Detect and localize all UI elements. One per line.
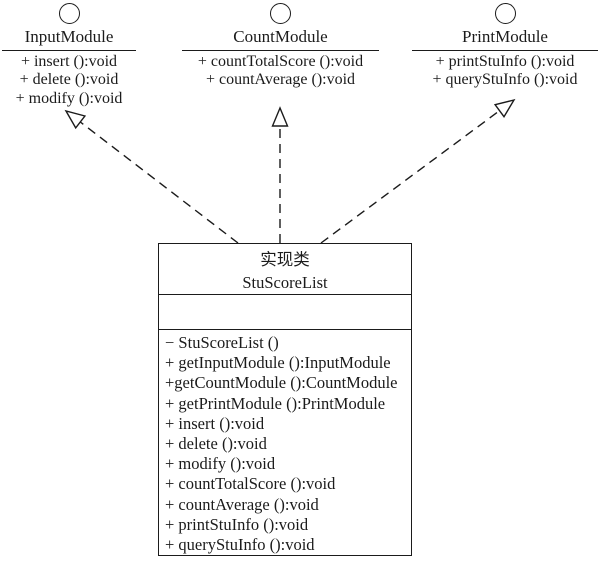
hollow-triangle-arrowhead-icon: [493, 98, 516, 118]
interface-method: + printStuInfo ():void: [435, 53, 575, 70]
hollow-triangle-arrowhead-icon: [64, 109, 87, 130]
class-title-compartment: 实现类 StuScoreList: [159, 244, 411, 295]
class-method: +getCountModule ():CountModule: [165, 373, 398, 393]
interface-method-list: + insert ():void + delete ():void + modi…: [2, 51, 136, 108]
class-method: − StuScoreList (): [165, 333, 279, 352]
class-method: + printStuInfo ():void: [165, 514, 309, 534]
realization-arrow-countmodule: [271, 106, 289, 243]
interface-method-list: + countTotalScore ():void + countAverage…: [182, 51, 379, 90]
hollow-triangle-arrowhead-icon: [271, 106, 289, 127]
interface-countmodule: CountModule + countTotalScore ():void + …: [182, 0, 379, 90]
realization-arrow-inputmodule: [64, 109, 239, 244]
interface-method: + delete ():void: [19, 71, 119, 89]
interface-name: CountModule: [182, 24, 379, 51]
class-method: + modify ():void: [165, 454, 276, 474]
interface-lollipop-icon: [494, 3, 516, 24]
class-name: StuScoreList: [242, 273, 328, 292]
class-method: + insert ():void: [165, 413, 265, 433]
interface-method: + insert ():void: [20, 53, 118, 70]
class-stereotype: 实现类: [260, 250, 310, 269]
class-method: + countTotalScore ():void: [165, 474, 336, 494]
interface-lollipop-icon: [58, 3, 80, 24]
interface-method: + queryStuInfo ():void: [432, 71, 578, 89]
interface-method: + countAverage ():void: [205, 71, 356, 89]
interface-inputmodule: InputModule + insert ():void + delete ()…: [2, 0, 136, 108]
interface-name: InputModule: [2, 24, 136, 51]
interface-lollipop-icon: [270, 3, 291, 24]
class-stuscorelist: 实现类 StuScoreList − StuScoreList () + get…: [158, 243, 412, 556]
class-methods-compartment: − StuScoreList () + getInputModule ():In…: [159, 330, 411, 555]
class-method: + countAverage ():void: [165, 494, 319, 514]
class-method: + delete ():void: [165, 434, 267, 454]
interface-name: PrintModule: [412, 24, 598, 51]
class-method: + getPrintModule ():PrintModule: [165, 393, 386, 413]
interface-printmodule: PrintModule + printStuInfo ():void + que…: [412, 0, 598, 90]
class-method: + getInputModule ():InputModule: [165, 353, 391, 373]
realization-arrow-printmodule: [320, 98, 516, 244]
interface-method: + countTotalScore ():void: [197, 53, 364, 70]
interface-method-list: + printStuInfo ():void + queryStuInfo ()…: [412, 51, 598, 90]
interface-method: + modify ():void: [15, 89, 123, 107]
class-method: + queryStuInfo ():void: [165, 535, 315, 555]
class-attributes-compartment: [159, 295, 411, 330]
